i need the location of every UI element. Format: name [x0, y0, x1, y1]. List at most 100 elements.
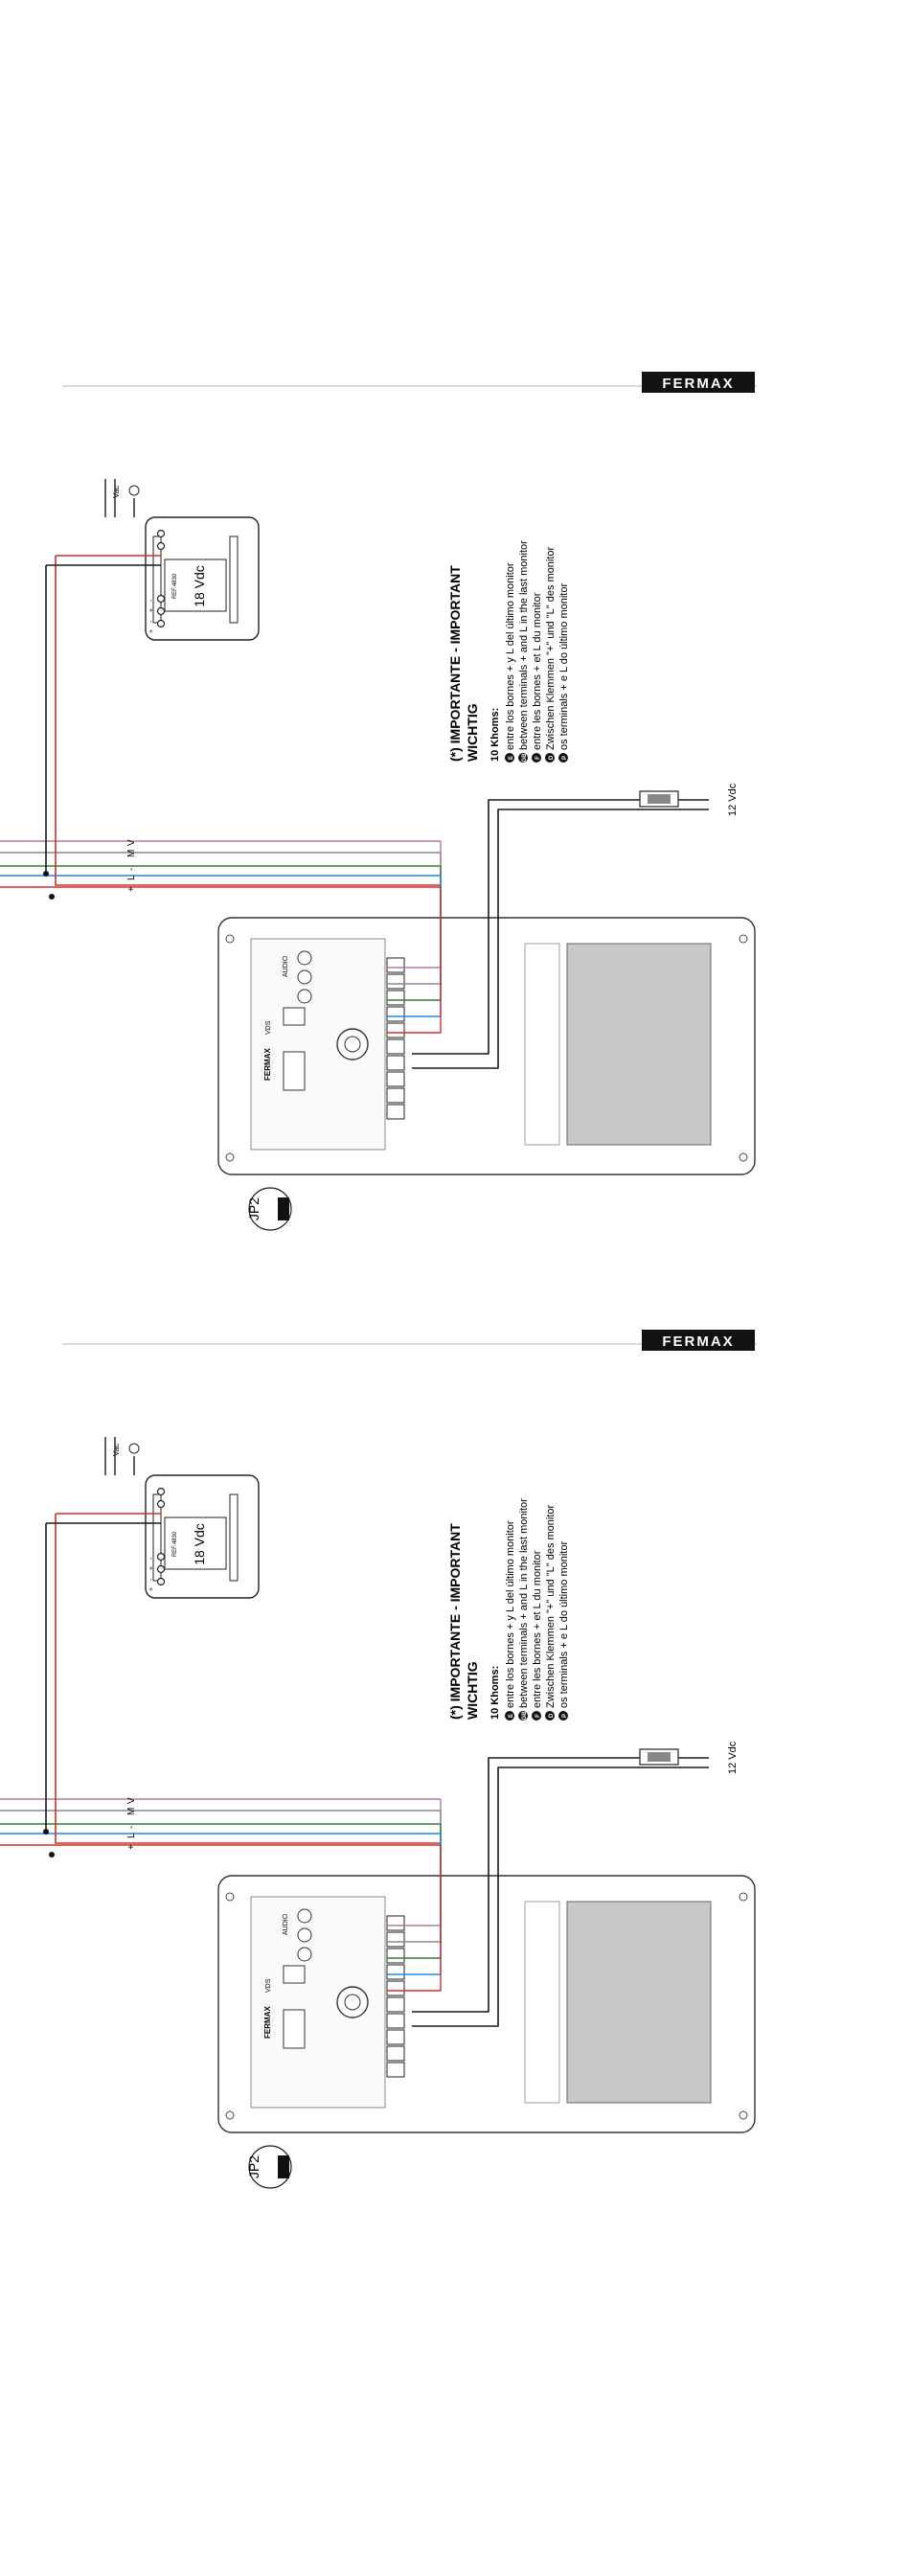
door-lock-core: [648, 1752, 671, 1762]
terminal-block: [386, 1931, 405, 1948]
bus-label: M: [126, 850, 137, 857]
psu-rail: [152, 1493, 162, 1582]
note-line: entre los bornes + y L del último monito…: [505, 562, 516, 750]
terminal-block: [386, 1948, 405, 1964]
terminal-block: [386, 1006, 405, 1022]
mounting-hole: [225, 934, 235, 944]
lang-badge-text: GB: [522, 1711, 528, 1721]
psu-terminal: [156, 529, 166, 538]
terminal-block: [386, 1996, 405, 2013]
audio-label: AUDIO: [283, 955, 289, 977]
mounting-hole: [225, 1152, 235, 1162]
terminal-block: [386, 990, 405, 1006]
bus-label: +: [126, 886, 137, 892]
brand-logo: [642, 1330, 755, 1351]
terminal-block: [386, 1104, 405, 1120]
note-subtitle: 10 Khoms:: [489, 1666, 501, 1720]
dip-switch: [283, 1051, 306, 1091]
mounting-hole: [739, 1152, 748, 1162]
terminal-block: [386, 2045, 405, 2062]
mounting-hole: [739, 2110, 748, 2120]
brand-logo-text: FERMAX: [662, 376, 734, 392]
note-line: Zwischen Klemmen "+" und "L" des monitor: [545, 1504, 557, 1708]
note-line: between terminals + and L in the last mo…: [518, 1498, 530, 1708]
note-subtitle: 10 Khoms:: [489, 708, 501, 762]
psu-terminal: [156, 594, 166, 604]
monitor-bus-wire: [387, 1845, 442, 1992]
lock-wire: [412, 1757, 709, 2013]
lang-badge-text: E: [509, 756, 514, 760]
adjust-pot: [297, 1927, 312, 1943]
psu-terminal-mark: -: [148, 599, 155, 602]
junction-dot: [49, 1852, 55, 1858]
adjust-pot: [297, 989, 312, 1004]
psu-vac-label: Vac: [112, 1444, 121, 1456]
monitor-bus-wire: [387, 887, 442, 1034]
lang-badge-text: GB: [522, 753, 528, 763]
adjust-pot: [297, 1908, 312, 1924]
bus-label: L: [126, 1833, 137, 1838]
lang-badge: [532, 1711, 541, 1721]
ground-symbol: [128, 1443, 140, 1454]
terminal-block: [386, 1071, 405, 1087]
psu-terminal-mark: +: [148, 1566, 155, 1570]
terminal-block: [386, 1964, 405, 1980]
monitor-screen: [566, 943, 712, 1146]
lang-badge-text: P: [562, 756, 568, 760]
adjust-pot: [297, 950, 312, 966]
psu-voltage-label: 18 Vdc: [192, 1523, 207, 1565]
psu-terminal: [156, 1487, 166, 1496]
mounting-hole: [739, 1892, 748, 1902]
note-title-2: WICHTIG: [465, 703, 480, 762]
psu-terminal-mark: +: [148, 1587, 155, 1591]
psu-terminal: [156, 1499, 166, 1509]
mounting-hole: [739, 934, 748, 944]
lang-badge-text: P: [562, 1714, 568, 1718]
terminal-block: [386, 1038, 405, 1055]
psu-terminal-mark: +: [148, 608, 155, 612]
note-title: (*) IMPORTANTE - IMPORTANT: [447, 565, 463, 762]
lang-badge: [545, 1711, 555, 1721]
volume-knob-inner: [344, 1994, 361, 2011]
lang-badge: [558, 753, 568, 763]
board-model: VDS: [265, 1020, 272, 1035]
psu-terminal-mark: -: [148, 1578, 155, 1581]
terminal-block: [386, 1055, 405, 1071]
psu-vac-label: Vac: [112, 486, 121, 498]
adjust-pot: [297, 969, 312, 985]
psu-rail: [229, 1493, 239, 1582]
terminal-block: [386, 2029, 405, 2045]
brand-logo: [642, 372, 755, 393]
lang-badge: [545, 753, 555, 763]
terminal-block: [386, 1980, 405, 1996]
note-title-2: WICHTIG: [465, 1661, 480, 1720]
lang-badge-text: E: [509, 1714, 514, 1718]
note-line: os terminals + e L do último monitor: [558, 1541, 570, 1708]
lang-badge: [518, 1711, 528, 1721]
dip-switch: [283, 2009, 306, 2049]
psu-plus-wire: [55, 1514, 441, 1844]
lock-wire: [412, 799, 709, 1055]
psu-terminal: [156, 1577, 166, 1586]
psu-model-label: REF.4830: [172, 573, 178, 599]
lock-voltage-label: 12 Vdc: [727, 783, 739, 816]
terminal-block: [386, 1022, 405, 1038]
psu-terminal: [156, 1552, 166, 1562]
jumper-label: JP2: [246, 2155, 262, 2178]
note-line: entre les bornes + et L du monitor: [532, 1550, 543, 1708]
ground-symbol: [128, 485, 140, 496]
door-lock-core: [648, 794, 671, 804]
psu-voltage-label: 18 Vdc: [192, 565, 207, 607]
lang-badge: [558, 1711, 568, 1721]
psu-label-panel: [164, 1516, 227, 1570]
note-title: (*) IMPORTANTE - IMPORTANT: [447, 1523, 463, 1720]
board-brand: FERMAX: [263, 2006, 272, 2039]
lang-badge-text: F: [535, 756, 541, 760]
bus-label: V: [126, 839, 137, 846]
lang-badge: [505, 1711, 514, 1721]
